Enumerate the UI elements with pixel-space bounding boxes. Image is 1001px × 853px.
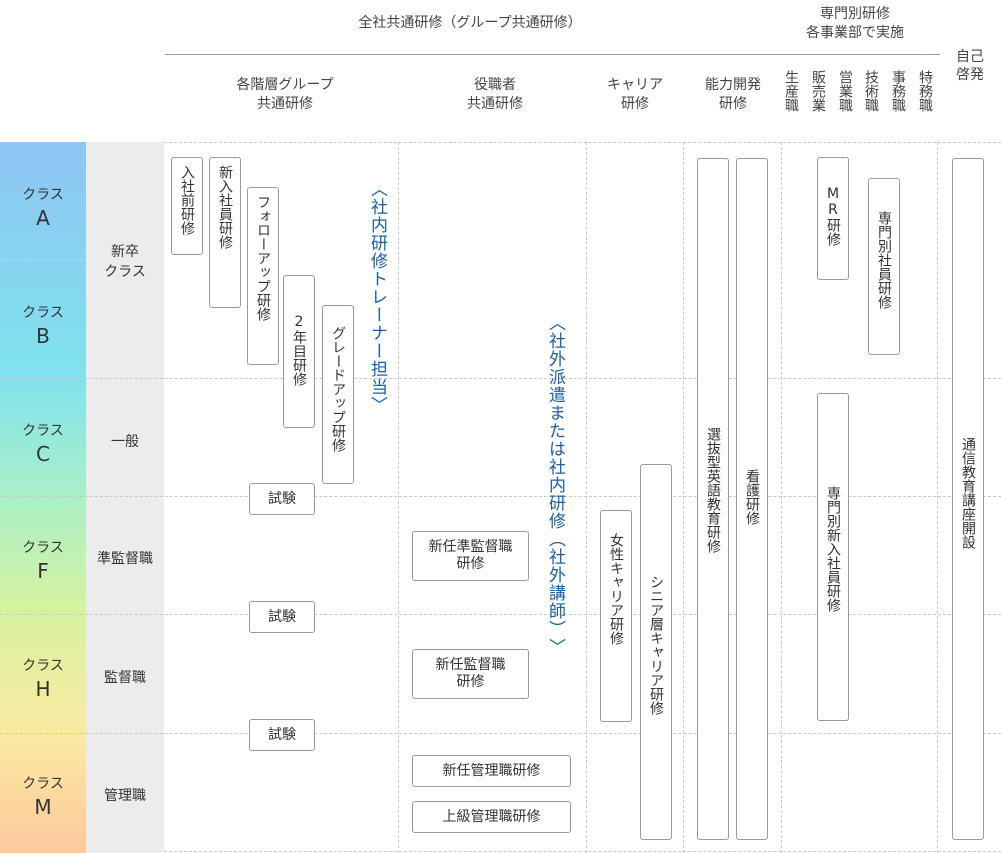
exam-2: 試験 (249, 601, 315, 633)
role-manager: 管理職 (104, 788, 146, 804)
new-employee-training: 新入社員研修 (209, 157, 241, 308)
pre-join-training: 入社前研修 (171, 157, 203, 255)
header-dept-specific-1: 専門別研修 (820, 6, 890, 22)
header-divider (165, 54, 940, 55)
women-career-training: 女性キャリア研修 (600, 510, 632, 722)
grid-line (586, 142, 587, 853)
follow-up-training: フォローアップ研修 (247, 187, 279, 365)
role-new-grad-2: クラス (104, 264, 146, 280)
header-ability-2: 研修 (719, 96, 747, 112)
header-career-2: 研修 (621, 96, 649, 112)
grid-line (0, 259, 86, 260)
internal-trainer-note: ︿社内研修トレーナー担当﹀ (367, 180, 387, 414)
nursing-training: 看護研修 (736, 158, 768, 840)
specialist-new-employee-training: 専門別新入社員研修 (817, 393, 849, 721)
header-officer-1: 役職者 (474, 77, 516, 93)
external-training-note: ︿社外派遣または社内研修︵社外講師︶﹀ (545, 314, 565, 656)
header-dept-col-2: 販売業 (810, 70, 826, 112)
exam-3: 試験 (249, 719, 315, 751)
grid-line (937, 142, 938, 853)
grid-line (398, 142, 399, 853)
header-dept-col-1: 生産職 (783, 70, 799, 112)
senior-manager-training: 上級管理職研修 (412, 801, 571, 833)
grid-line (0, 733, 1001, 734)
grid-line (164, 851, 1001, 852)
new-manager-training: 新任管理職研修 (412, 755, 571, 787)
header-dept-specific-2: 各事業部で実施 (806, 25, 904, 41)
grid-line (683, 142, 684, 853)
english-training: 選抜型英語教育研修 (697, 158, 729, 840)
new-supervisor-label-2: 研修 (456, 674, 485, 690)
senior-career-training: シニア層キャリア研修 (640, 464, 672, 840)
exam-1: 試験 (249, 483, 315, 515)
new-supervisor-training: 新任監督職 研修 (412, 649, 529, 699)
grid-line (0, 496, 1001, 497)
grid-line (164, 142, 1001, 143)
grid-line (0, 614, 1001, 615)
class-column (0, 142, 86, 853)
header-self-dev: 自己啓発 (956, 49, 984, 83)
specialist-employee-training: 専門別社員研修 (868, 178, 900, 355)
grade-up-training: グレードアップ研修 (322, 305, 354, 484)
role-new-grad-1: 新卒 (111, 244, 139, 260)
mr-training: MR研修 (817, 157, 849, 280)
header-group-common-1: 各階層グループ (236, 77, 334, 93)
role-column (86, 142, 164, 853)
header-career-1: キャリア (607, 77, 663, 93)
new-sub-supervisor-training: 新任準監督職 研修 (412, 531, 529, 581)
header-dept-col-4: 技術職 (863, 70, 879, 112)
header-dept-col-6: 特務職 (917, 70, 933, 112)
grid-line (781, 142, 782, 853)
new-supervisor-label-1: 新任監督職 (435, 657, 506, 673)
header-officer-2: 共通研修 (467, 96, 523, 112)
new-sub-supervisor-label-1: 新任準監督職 (428, 539, 513, 555)
second-year-training: 2年目研修 (283, 275, 315, 428)
correspondence-course: 通信教育講座開設 (952, 158, 984, 840)
grid-line (0, 378, 1001, 379)
header-group-common-2: 共通研修 (257, 96, 313, 112)
role-sub-supervisor: 準監督職 (97, 551, 153, 567)
header-dept-col-3: 営業職 (837, 70, 853, 112)
role-supervisor: 監督職 (104, 670, 146, 686)
header-company-wide: 全社共通研修（グループ共通研修） (358, 15, 582, 31)
role-general: 一般 (111, 434, 139, 450)
header-dept-col-5: 事務職 (890, 70, 906, 112)
header-ability-1: 能力開発 (705, 77, 761, 93)
new-sub-supervisor-label-2: 研修 (456, 556, 485, 572)
